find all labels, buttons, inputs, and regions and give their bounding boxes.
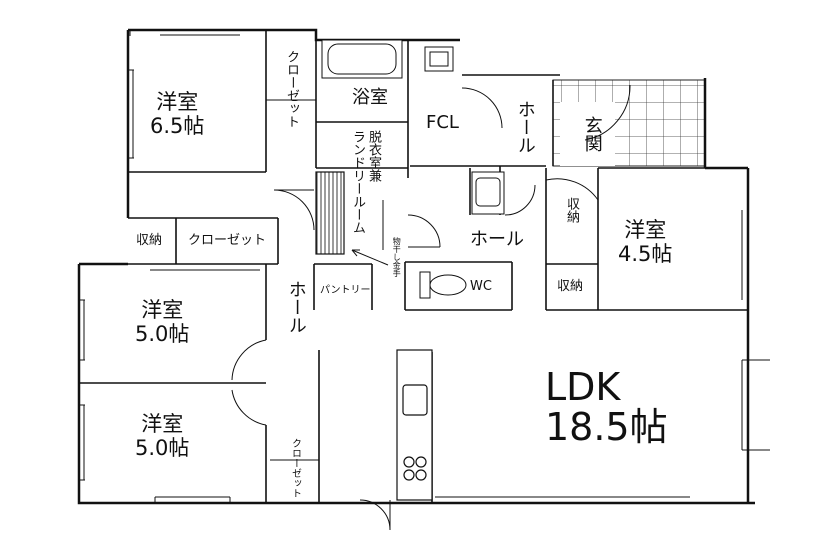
laundry-label: ランドリールーム <box>349 130 365 234</box>
bathtub <box>321 39 403 79</box>
hall-left-label: ホール <box>285 280 307 334</box>
room-western-5-0-a: 洋室 5.0帖 <box>135 298 189 346</box>
room-name: LDK <box>545 365 621 409</box>
room-area: 5.0帖 <box>135 322 190 347</box>
storage-right-label: 収納 <box>563 197 579 223</box>
storage-left-label: 収納 <box>136 233 163 248</box>
bath-label: 浴室 <box>352 87 388 108</box>
room-western-6-5: 洋室 6.5帖 <box>150 90 204 138</box>
room-area: 5.0帖 <box>135 436 190 461</box>
room-area: 18.5帖 <box>545 404 668 449</box>
dressing-label: 脱衣室兼 <box>365 130 381 182</box>
washbasin <box>471 171 505 215</box>
room-name: 洋室 <box>156 90 199 114</box>
room-western-4-5: 洋室 4.5帖 <box>618 218 672 266</box>
toilet <box>419 271 467 299</box>
shoe-rack <box>424 46 454 72</box>
windows <box>79 30 770 503</box>
entrance-label: 玄関 <box>581 116 603 152</box>
kitchen-counter <box>396 349 433 501</box>
room-western-5-0-b: 洋室 5.0帖 <box>135 412 189 460</box>
room-area: 4.5帖 <box>618 242 673 267</box>
closet-top-label: クローゼット <box>283 50 299 128</box>
room-area: 6.5帖 <box>150 114 205 139</box>
room-name: 洋室 <box>141 298 184 322</box>
door-swings <box>231 84 631 531</box>
room-name: 洋室 <box>141 412 184 436</box>
pantry-label: パントリー <box>320 285 371 296</box>
closet-bottom-label: クローゼット <box>289 438 301 498</box>
closet-mid-label: クローゼット <box>188 233 267 248</box>
drying-rack-label: 物干し金手 <box>392 237 402 277</box>
hall-top-label: ホール <box>514 100 536 154</box>
storage-right-low-label: 収納 <box>557 279 584 294</box>
exterior-walls <box>77 28 755 505</box>
room-ldk: LDK 18.5帖 <box>545 365 668 449</box>
entrance-tiles <box>552 79 706 167</box>
wc-label: WC <box>470 279 492 294</box>
fcl-label: FCL <box>426 112 459 133</box>
room-name: 洋室 <box>624 218 667 242</box>
arrow-to-rack <box>351 200 389 266</box>
closet-hanger-lines <box>150 99 319 461</box>
hall-mid-label: ホール <box>470 229 524 250</box>
stairs <box>315 171 345 255</box>
